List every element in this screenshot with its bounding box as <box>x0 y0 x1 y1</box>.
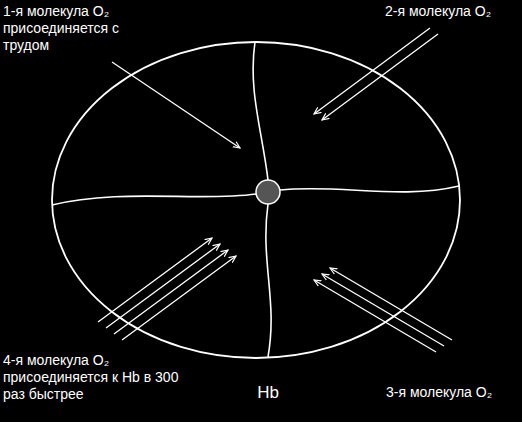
molecule-name: Hb <box>257 383 279 403</box>
arrow-4 <box>114 250 228 334</box>
molecule-label: 3-я молекула O₂ <box>386 384 492 401</box>
subunit-border <box>52 194 256 205</box>
arrow-4 <box>98 238 212 322</box>
arrow-3 <box>314 280 436 352</box>
molecule-outline <box>50 40 462 420</box>
subunit-border <box>280 186 459 192</box>
subunit-border <box>253 42 268 180</box>
oxygen-arrows <box>98 28 452 352</box>
hemoglobin-molecule: Hb <box>50 40 462 420</box>
arrow-3 <box>322 274 444 346</box>
arrow-4 <box>106 244 220 328</box>
molecule-label: 1-я молекула O₂ присоединяется с трудом <box>3 3 121 54</box>
subunit-border <box>266 204 271 357</box>
subunit-borders <box>52 42 459 357</box>
molecule-label: 4-я молекула O₂ присоединяется к Hb в 30… <box>3 352 183 403</box>
arrow-4 <box>122 256 236 340</box>
heme-center <box>256 180 280 204</box>
molecule-outline <box>52 42 460 358</box>
molecule-label: 2-я молекула O₂ <box>385 3 491 20</box>
